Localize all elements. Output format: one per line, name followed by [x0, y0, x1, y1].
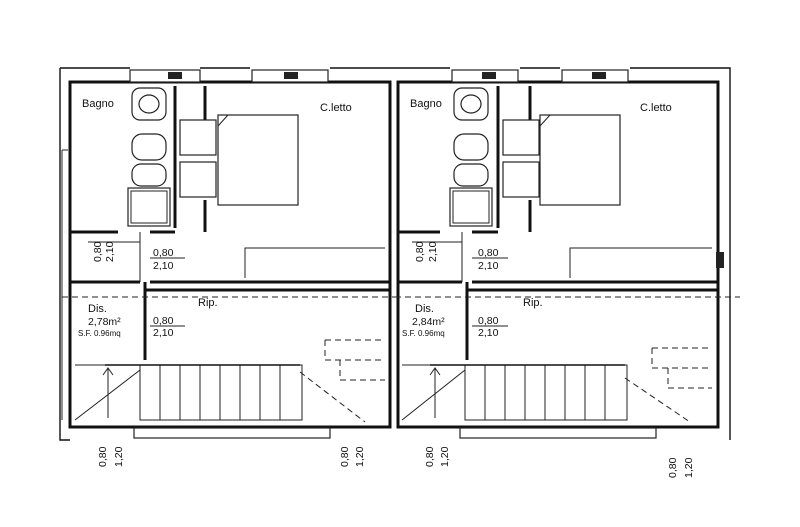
- label-area: 2,78m²: [88, 316, 121, 328]
- label-area: 2,84m²: [412, 316, 445, 328]
- stair-projection-diag: [299, 371, 366, 423]
- dim-bottom-a-h: 1,20: [113, 446, 125, 467]
- stair-projection: [651, 347, 712, 389]
- shower-tray: [130, 190, 168, 224]
- wardrobe-icon: [244, 247, 385, 278]
- nightstand-icon: [179, 161, 217, 198]
- stair-projection-diag: [624, 377, 691, 423]
- dim-bottom-b-h: 1,20: [683, 457, 695, 478]
- label-rip: Rip.: [198, 297, 218, 309]
- dim-door-bed-w: 0,80: [478, 247, 499, 259]
- dim-door-rip-w: 0,80: [478, 315, 499, 327]
- stairs-icon: [401, 364, 628, 421]
- sink-icon: [453, 163, 489, 187]
- dim-door-bath-h: 2,10: [104, 241, 116, 262]
- unit-right: Bagno C.letto Dis. Rip. 2,84m² S.F. 0.96…: [390, 67, 740, 478]
- window-bottom: [133, 427, 331, 439]
- unit-left: Bagno C.letto Dis. Rip. 2,78m² S.F. 0.96…: [59, 67, 395, 467]
- label-dis: Dis.: [415, 303, 434, 315]
- dim-door-bath-w: 0,80: [414, 241, 426, 262]
- nightstand-icon: [502, 161, 540, 198]
- window-top: [129, 69, 201, 83]
- dim-door-bed-h: 2,10: [478, 260, 499, 272]
- label-sf: S.F. 0.96mq: [402, 329, 445, 338]
- bed-icon: [217, 114, 299, 206]
- bidet-icon: [453, 133, 489, 161]
- toilet-bowl: [460, 94, 482, 114]
- dim-line: [412, 232, 463, 282]
- dim-bottom-a-h: 1,20: [439, 446, 451, 467]
- window-sill-mark: [284, 72, 298, 79]
- dim-door-bed-w: 0,80: [153, 247, 174, 259]
- label-bagno: Bagno: [82, 98, 114, 110]
- nightstand-icon: [179, 119, 217, 156]
- dim-door-bed-h: 2,10: [153, 260, 174, 272]
- bidet-icon: [131, 133, 167, 161]
- dim-door-rip-h: 2,10: [478, 327, 499, 339]
- dim-door-bath-h: 2,10: [427, 241, 439, 262]
- dim-bottom-b-w: 0,80: [339, 446, 351, 467]
- label-bagno: Bagno: [410, 98, 442, 110]
- label-letto: C.letto: [640, 102, 672, 114]
- window-bottom: [459, 427, 657, 439]
- dim-door-rip-h: 2,10: [153, 327, 174, 339]
- outer-wall-left-thick: [59, 68, 70, 441]
- dim-bottom-a-w: 0,80: [424, 446, 436, 467]
- outer-wall-top: [390, 67, 731, 440]
- label-dis: Dis.: [88, 303, 107, 315]
- sink-icon: [131, 163, 167, 187]
- bed-detail: [539, 114, 551, 127]
- wardrobe-icon: [569, 247, 712, 278]
- label-rip: Rip.: [523, 297, 543, 309]
- label-letto: C.letto: [320, 102, 352, 114]
- stair-projection: [324, 339, 385, 381]
- shower-tray: [452, 190, 490, 224]
- dim-door-bath-w: 0,80: [92, 241, 104, 262]
- window-sill-mark: [168, 72, 182, 79]
- dim-bottom-b-h: 1,20: [354, 446, 366, 467]
- stairs-icon: [74, 364, 303, 421]
- shower-icon: [127, 187, 171, 227]
- nightstand-icon: [502, 119, 540, 156]
- dim-bottom-a-w: 0,80: [97, 446, 109, 467]
- toilet-bowl: [138, 94, 160, 114]
- dim-bottom-b-w: 0,80: [667, 457, 679, 478]
- window-sill-mark: [592, 72, 606, 79]
- dim-line: [88, 232, 141, 282]
- shower-icon: [449, 187, 493, 227]
- wall-marker: [716, 252, 724, 268]
- bed-detail: [217, 114, 229, 127]
- bed-icon: [539, 114, 621, 206]
- dim-door-rip-w: 0,80: [153, 315, 174, 327]
- label-sf: S.F. 0.96mq: [78, 329, 121, 338]
- window-sill-mark: [482, 72, 496, 79]
- wall-detail: [61, 149, 68, 420]
